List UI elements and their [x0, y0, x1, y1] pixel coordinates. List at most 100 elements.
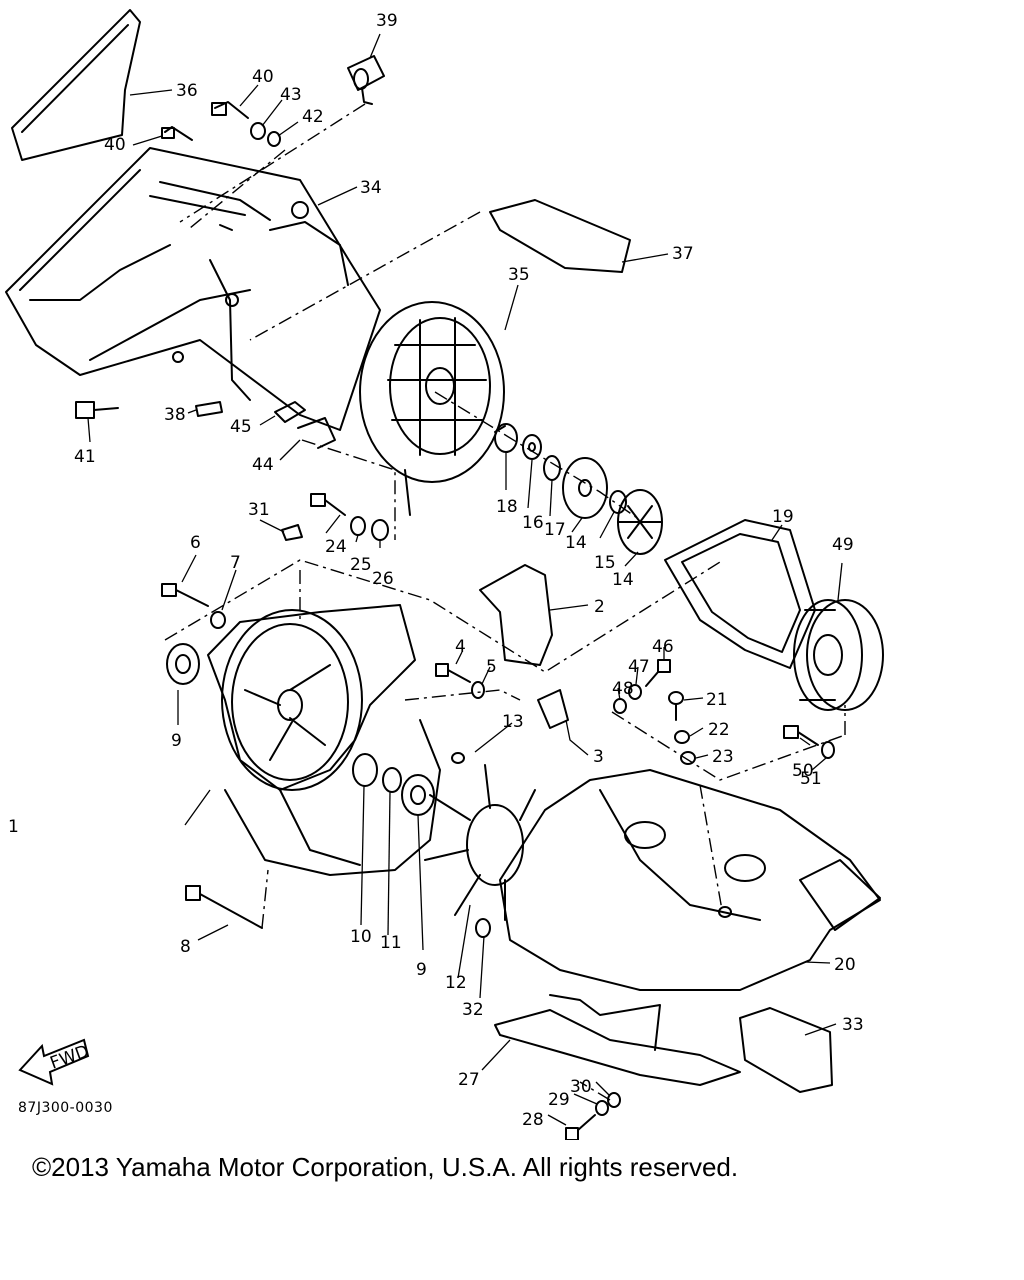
- part-label-30: 30: [570, 1077, 592, 1097]
- part-label-38: 38: [164, 405, 186, 425]
- reference-code: 87J300-0030: [18, 1100, 113, 1116]
- part-36-seal-strip: [12, 10, 140, 160]
- part-label-50: 50: [792, 761, 814, 781]
- part-label-39: 39: [376, 11, 398, 31]
- part-label-37: 37: [672, 244, 694, 264]
- part-35-cover: [360, 302, 504, 515]
- bolt-4: [436, 664, 470, 682]
- part-11-washer: [383, 768, 401, 792]
- part-label-18: 18: [496, 497, 518, 517]
- fwd-label: FWD: [48, 1041, 92, 1073]
- part-label-13: 13: [502, 712, 524, 732]
- washer-47: [629, 685, 641, 699]
- part-label-44: 44: [252, 455, 274, 475]
- part-label-51: 51: [800, 769, 822, 789]
- part-label-31: 31: [248, 500, 270, 520]
- part-label-34: 34: [360, 178, 382, 198]
- part-14-pulley-half-inner: [618, 490, 662, 554]
- part-label-14-left: 14: [565, 533, 587, 553]
- part-drawings: [6, 10, 883, 1140]
- part-label-15: 15: [594, 553, 616, 573]
- part-label-47: 47: [628, 657, 650, 677]
- part-label-1: 1: [8, 817, 19, 837]
- part-label-40-lower: 40: [104, 135, 126, 155]
- washer-30: [608, 1093, 620, 1107]
- part-32-washer: [476, 919, 490, 937]
- part-upper-housing: [6, 148, 380, 430]
- bolt-28: [566, 1115, 595, 1140]
- part-number-labels: 1 2 3 4 5 6 7 8 9 10 11 12 13 14 14 15 1…: [8, 11, 864, 1130]
- part-37-pad: [490, 200, 630, 272]
- exploded-parts-diagram: FWD 1 2 3 4 5 6 7 8 9 10 11 12 13 14 14 …: [0, 0, 1024, 1140]
- part-label-10: 10: [350, 927, 372, 947]
- fwd-arrow: FWD: [20, 1040, 92, 1084]
- bolt-40-lower: [162, 127, 192, 140]
- part-45: [275, 402, 305, 422]
- washer-43: [251, 123, 265, 139]
- part-19-belt: [665, 520, 815, 668]
- bolt-21: [669, 692, 683, 720]
- part-label-9-left: 9: [171, 731, 182, 751]
- part-label-17: 17: [544, 520, 566, 540]
- part-2-guard: [480, 565, 552, 665]
- part-label-33: 33: [842, 1015, 864, 1035]
- part-label-43: 43: [280, 85, 302, 105]
- bolt-6: [162, 584, 208, 606]
- part-label-21: 21: [706, 690, 728, 710]
- part-13-key: [452, 753, 464, 763]
- part-label-27: 27: [458, 1070, 480, 1090]
- bracket-44: [298, 418, 335, 448]
- part-label-8: 8: [180, 937, 191, 957]
- part-label-11: 11: [380, 933, 402, 953]
- part-label-7: 7: [230, 553, 241, 573]
- washer-42: [268, 132, 280, 146]
- washer-7: [211, 612, 225, 628]
- part-label-28: 28: [522, 1110, 544, 1130]
- part-label-40-top: 40: [252, 67, 274, 87]
- washer-29: [596, 1101, 608, 1115]
- bolt-50: [784, 726, 818, 745]
- leader-lines: [88, 34, 842, 1125]
- part-label-36: 36: [176, 81, 198, 101]
- part-label-26: 26: [372, 569, 394, 589]
- washer-26: [372, 520, 388, 540]
- part-12-fan: [425, 765, 535, 920]
- part-label-9-right: 9: [416, 960, 427, 980]
- part-label-14-right: 14: [612, 570, 634, 590]
- part-label-16: 16: [522, 513, 544, 533]
- part-label-19: 19: [772, 507, 794, 527]
- bolt-40-top: [212, 102, 248, 118]
- part-label-24: 24: [325, 537, 347, 557]
- assembly-lines: [165, 104, 845, 1100]
- washer-5: [472, 682, 484, 698]
- part-label-35: 35: [508, 265, 530, 285]
- part-20-shroud: [500, 770, 880, 990]
- part-label-6: 6: [190, 533, 201, 553]
- part-14-pulley-half-outer: [563, 458, 607, 518]
- washer-23: [681, 752, 695, 764]
- part-label-48: 48: [612, 679, 634, 699]
- part-label-41: 41: [74, 447, 96, 467]
- part-label-29: 29: [548, 1090, 570, 1110]
- part-label-45: 45: [230, 417, 252, 437]
- part-label-4: 4: [455, 637, 466, 657]
- bolt-8: [186, 886, 262, 928]
- bolt-24: [311, 494, 345, 515]
- part-33-pad: [740, 1008, 832, 1092]
- washer-48: [614, 699, 626, 713]
- bolt-41: [76, 402, 118, 418]
- part-27-bracket: [495, 995, 740, 1085]
- plate-31: [282, 525, 302, 540]
- part-49-pulley: [794, 600, 883, 710]
- part-label-12: 12: [445, 973, 467, 993]
- plate-38: [196, 402, 222, 416]
- part-18-sleeve: [495, 424, 517, 452]
- part-label-46: 46: [652, 637, 674, 657]
- part-label-3: 3: [593, 747, 604, 767]
- part-39-clamp: [348, 56, 384, 104]
- part-label-42: 42: [302, 107, 324, 127]
- part-label-5: 5: [486, 657, 497, 677]
- part-label-25: 25: [350, 555, 372, 575]
- part-label-49: 49: [832, 535, 854, 555]
- washer-25: [351, 517, 365, 535]
